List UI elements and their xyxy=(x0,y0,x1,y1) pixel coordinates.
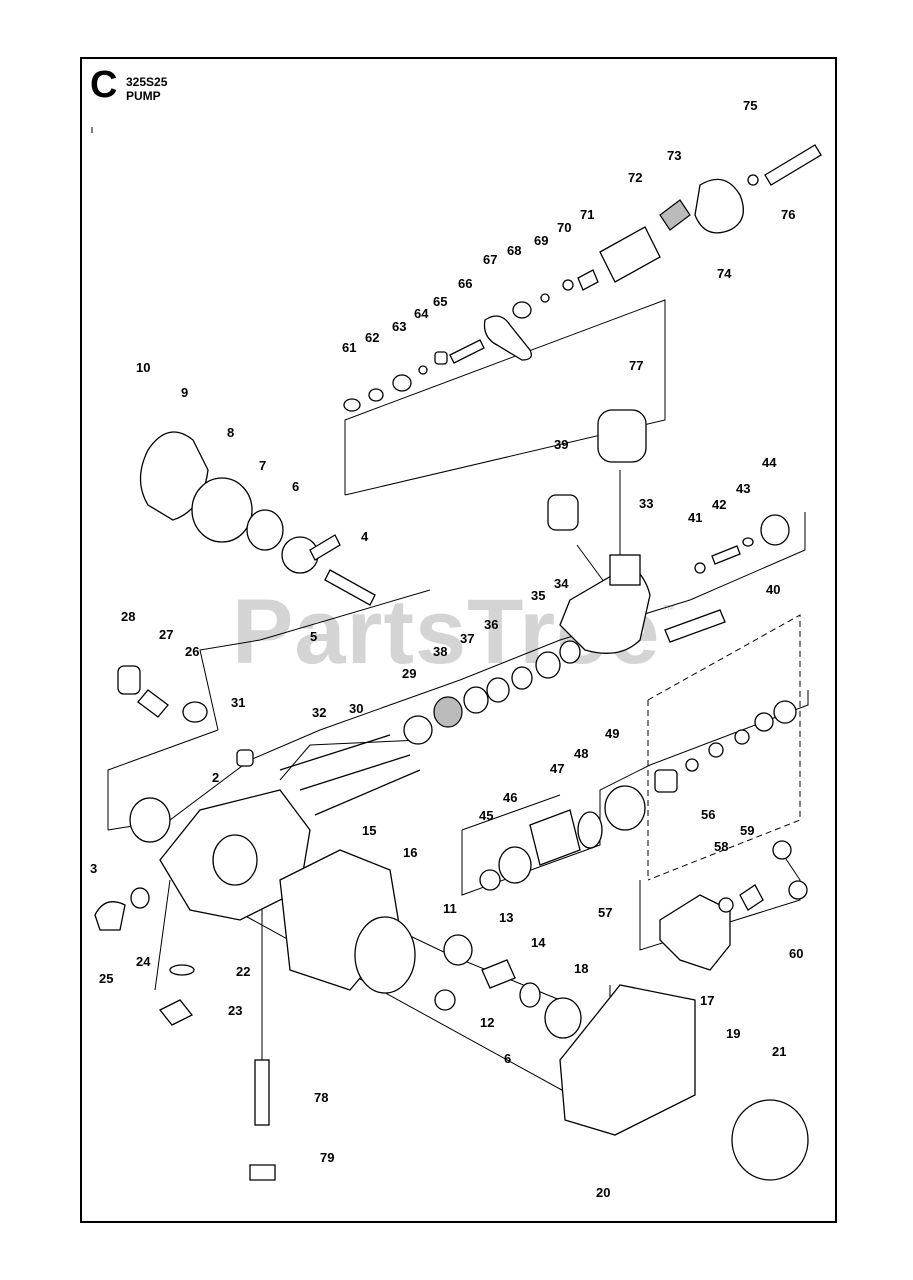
callout-label: 76 xyxy=(781,207,795,222)
callout-label: 10 xyxy=(136,360,150,375)
callout-label: 35 xyxy=(531,588,545,603)
section-title: PUMP xyxy=(126,89,161,103)
callout-label: 77 xyxy=(629,358,643,373)
callout-label: 14 xyxy=(531,935,546,950)
callout-labels: 2 3 4 5 6 6 7 8 9 10 11 12 13 14 15 16 1… xyxy=(90,98,803,1200)
callout-label: 47 xyxy=(550,761,564,776)
callout-label: 4 xyxy=(361,529,369,544)
callout-label: 3 xyxy=(90,861,97,876)
callout-label: 39 xyxy=(554,437,568,452)
callout-label: 72 xyxy=(628,170,642,185)
callout-label: 22 xyxy=(236,964,250,979)
callout-label: 42 xyxy=(712,497,726,512)
callout-label: 40 xyxy=(766,582,780,597)
callout-label: 75 xyxy=(743,98,757,113)
callout-label: 12 xyxy=(480,1015,494,1030)
callout-label: 59 xyxy=(740,823,754,838)
callout-label: 9 xyxy=(181,385,188,400)
callout-label: 68 xyxy=(507,243,521,258)
callout-label: 58 xyxy=(714,839,728,854)
callout-label: 2 xyxy=(212,770,219,785)
callout-label: 79 xyxy=(320,1150,334,1165)
model-code: 325S25 xyxy=(126,75,168,89)
callout-label: 24 xyxy=(136,954,151,969)
callout-label: 7 xyxy=(259,458,266,473)
o-ring-part xyxy=(343,398,361,412)
callout-label: 27 xyxy=(159,627,173,642)
callout-label: 38 xyxy=(433,644,447,659)
callout-label: 43 xyxy=(736,481,750,496)
callout-label: 31 xyxy=(231,695,245,710)
callout-label: 16 xyxy=(403,845,417,860)
callout-label: 44 xyxy=(762,455,777,470)
callout-label: 71 xyxy=(580,207,594,222)
callout-label: 64 xyxy=(414,306,429,321)
callout-label: 11 xyxy=(443,901,457,916)
callout-label: 29 xyxy=(402,666,416,681)
callout-label: 19 xyxy=(726,1026,740,1041)
callout-label: 21 xyxy=(772,1044,786,1059)
callout-label: 18 xyxy=(574,961,588,976)
callout-label: 66 xyxy=(458,276,472,291)
callout-label: 15 xyxy=(362,823,376,838)
callout-label: 45 xyxy=(479,808,493,823)
callout-label: 70 xyxy=(557,220,571,235)
callout-label: 25 xyxy=(99,971,113,986)
callout-label: 48 xyxy=(574,746,588,761)
callout-label: 49 xyxy=(605,726,619,741)
callout-label: 23 xyxy=(228,1003,242,1018)
callout-label: 6 xyxy=(504,1051,511,1066)
callout-label: 13 xyxy=(499,910,513,925)
callout-label: 57 xyxy=(598,905,612,920)
callout-label: 46 xyxy=(503,790,517,805)
callout-label: 37 xyxy=(460,631,474,646)
callout-label: 5 xyxy=(310,629,317,644)
callout-label: 63 xyxy=(392,319,406,334)
callout-label: 61 xyxy=(342,340,356,355)
callout-label: 34 xyxy=(554,576,569,591)
callout-label: 41 xyxy=(688,510,702,525)
callout-label: 78 xyxy=(314,1090,328,1105)
callout-label: 67 xyxy=(483,252,497,267)
callout-label: 65 xyxy=(433,294,447,309)
callout-label: 74 xyxy=(717,266,732,281)
callout-label: 26 xyxy=(185,644,199,659)
parts xyxy=(94,144,822,1181)
callout-label: 36 xyxy=(484,617,498,632)
callout-label: 60 xyxy=(789,946,803,961)
callout-label: 28 xyxy=(121,609,135,624)
callout-label: 56 xyxy=(701,807,715,822)
callout-label: 33 xyxy=(639,496,653,511)
callout-label: 32 xyxy=(312,705,326,720)
callout-label: 6 xyxy=(292,479,299,494)
section-letter: C xyxy=(90,64,118,106)
callout-label: 62 xyxy=(365,330,379,345)
diagram-frame xyxy=(80,57,837,1223)
callout-label: 17 xyxy=(700,993,714,1008)
callout-label: 73 xyxy=(667,148,681,163)
callout-label: 69 xyxy=(534,233,548,248)
callout-label: 30 xyxy=(349,701,363,716)
callout-label: 8 xyxy=(227,425,234,440)
callout-label: 20 xyxy=(596,1185,610,1200)
